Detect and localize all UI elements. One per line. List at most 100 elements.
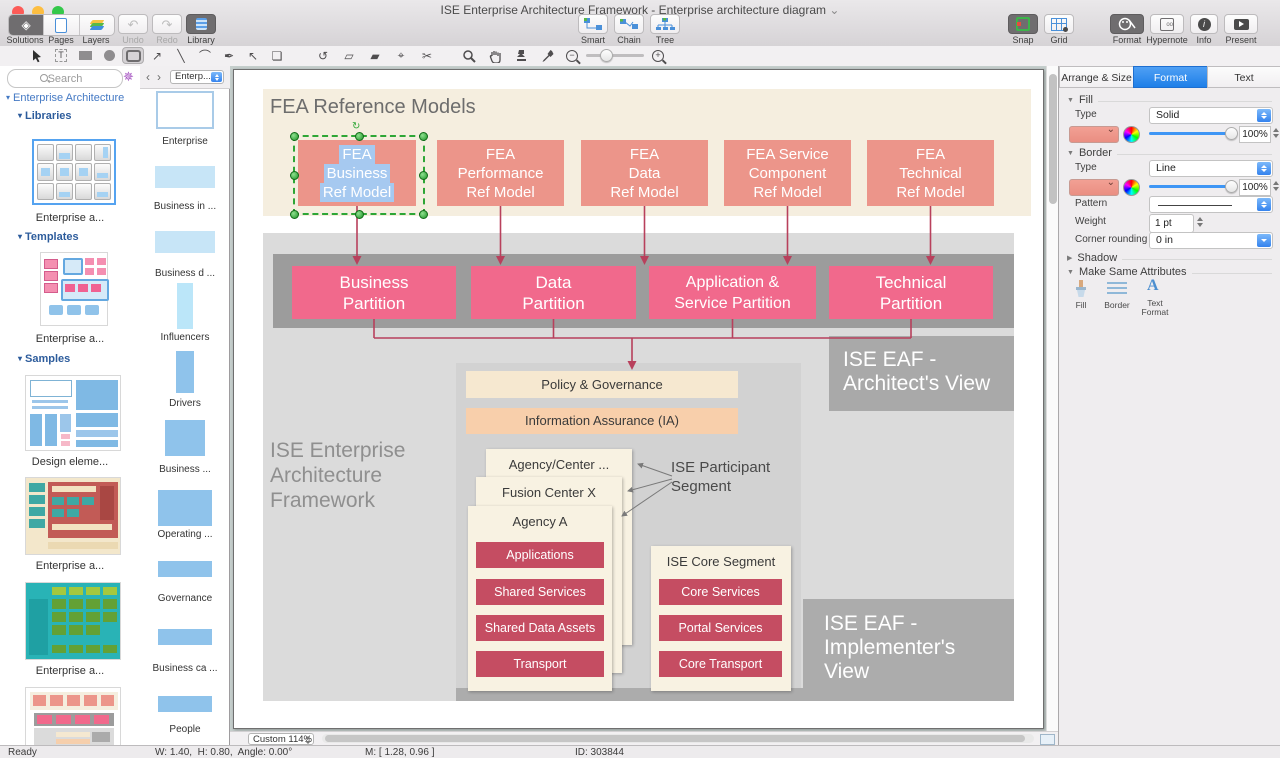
- zoom-slider-thumb[interactable]: [600, 49, 613, 62]
- vertical-scrollbar-thumb[interactable]: [1049, 74, 1057, 204]
- zoom-out-button[interactable]: −: [566, 50, 578, 62]
- make-same-text-format-button[interactable]: A: [1147, 277, 1159, 295]
- shape-operating[interactable]: [158, 490, 212, 526]
- zoom-in-button[interactable]: +: [652, 50, 664, 62]
- fill-opacity-slider-thumb[interactable]: [1225, 127, 1238, 140]
- horizontal-scrollbar[interactable]: [322, 734, 1034, 743]
- implementers-view-block[interactable]: ISE EAF - Implementer's View: [803, 599, 1014, 701]
- drawing-page[interactable]: FEA Reference Models ISE EAF - Architect…: [233, 69, 1044, 729]
- corner-rounding-dropdown[interactable]: 0 in: [1149, 232, 1273, 249]
- architects-view-block[interactable]: ISE EAF - Architect's View: [829, 336, 1014, 411]
- fill-opacity-stepper[interactable]: [1271, 128, 1280, 138]
- selection-handle[interactable]: [290, 210, 299, 219]
- fea-service-component-ref-model-box[interactable]: FEA Service Component Ref Model: [724, 140, 851, 206]
- tree-section-libraries[interactable]: ▾Libraries: [18, 110, 72, 122]
- fill-color-swatch[interactable]: [1069, 124, 1119, 143]
- border-color-swatch[interactable]: [1069, 177, 1119, 196]
- distort-tool[interactable]: ▰: [364, 47, 386, 64]
- sample-thumbnail-enterprise-teal[interactable]: [25, 582, 121, 660]
- layers-button[interactable]: [80, 15, 114, 35]
- library-thumbnail[interactable]: [32, 139, 116, 205]
- weight-stepper[interactable]: [1195, 217, 1205, 227]
- pages-button[interactable]: [44, 15, 80, 35]
- technical-partition-box[interactable]: Technical Partition: [829, 266, 993, 319]
- snap-button[interactable]: [1008, 14, 1038, 34]
- fea-data-ref-model-box[interactable]: FEA Data Ref Model: [581, 140, 708, 206]
- selection-handle[interactable]: [290, 171, 299, 180]
- fea-performance-ref-model-box[interactable]: FEA Performance Ref Model: [437, 140, 564, 206]
- shared-services-box[interactable]: Shared Services: [476, 579, 604, 605]
- tree-root-enterprise-architecture[interactable]: ▾Enterprise Architecture: [6, 92, 125, 104]
- ellipse-tool[interactable]: [98, 47, 120, 64]
- fill-opacity-value[interactable]: 100%: [1239, 126, 1271, 143]
- curve-tool[interactable]: ⌒: [194, 47, 216, 64]
- border-opacity-stepper[interactable]: [1271, 181, 1280, 191]
- business-partition-box[interactable]: Business Partition: [292, 266, 456, 319]
- forward-icon[interactable]: ›: [157, 70, 161, 84]
- grid-button[interactable]: [1044, 14, 1074, 34]
- library-selector-dropdown[interactable]: Enterp...: [170, 70, 224, 84]
- transport-box[interactable]: Transport: [476, 651, 604, 677]
- fill-section-header[interactable]: ▼ Fill: [1067, 94, 1272, 106]
- solutions-filter-icon[interactable]: ✵: [123, 69, 134, 84]
- ise-core-segment-card[interactable]: ISE Core Segment Core Services Portal Se…: [651, 546, 791, 691]
- shape-tool[interactable]: ❏: [266, 47, 288, 64]
- sample-thumbnail-design-elements[interactable]: [25, 375, 121, 451]
- connect-points-tool[interactable]: ⌖: [390, 47, 412, 64]
- border-opacity-value[interactable]: 100%: [1239, 179, 1271, 196]
- search-input[interactable]: [7, 69, 123, 88]
- pattern-dropdown[interactable]: [1149, 196, 1273, 213]
- fill-type-dropdown[interactable]: Solid: [1149, 107, 1273, 124]
- shape-governance[interactable]: [158, 561, 212, 577]
- reshape-tool[interactable]: ↺: [312, 47, 334, 64]
- shape-influencers[interactable]: [177, 283, 193, 329]
- shared-data-assets-box[interactable]: Shared Data Assets: [476, 615, 604, 641]
- eyedropper-tool[interactable]: [536, 47, 558, 64]
- make-same-attributes-header[interactable]: ▼ Make Same Attributes: [1067, 266, 1272, 278]
- template-thumbnail[interactable]: [40, 252, 109, 326]
- border-opacity-slider-thumb[interactable]: [1225, 180, 1238, 193]
- arrow-tool[interactable]: ↗: [146, 47, 168, 64]
- border-opacity-slider[interactable]: [1149, 185, 1233, 188]
- agency-a-card[interactable]: Agency A Applications Shared Services Sh…: [468, 506, 612, 691]
- selection-handle[interactable]: [419, 171, 428, 180]
- core-services-box[interactable]: Core Services: [659, 579, 782, 605]
- tab-format[interactable]: Format: [1133, 66, 1208, 88]
- redo-button[interactable]: ↷: [152, 14, 182, 34]
- transform-tool[interactable]: ▱: [338, 47, 360, 64]
- smart-connector-button[interactable]: [578, 14, 608, 34]
- application-service-partition-box[interactable]: Application & Service Partition: [649, 266, 816, 319]
- split-view-widget[interactable]: [1040, 734, 1055, 745]
- applications-box[interactable]: Applications: [476, 542, 604, 568]
- make-same-border-button[interactable]: [1107, 282, 1127, 294]
- fill-opacity-slider[interactable]: [1149, 132, 1233, 135]
- line-tool[interactable]: ╲: [170, 47, 192, 64]
- weight-value[interactable]: 1 pt: [1149, 214, 1194, 233]
- hypernote-button[interactable]: oo: [1150, 14, 1184, 34]
- selection-handle[interactable]: [355, 132, 364, 141]
- shape-business-capabilities[interactable]: [158, 629, 212, 645]
- pan-tool[interactable]: [484, 47, 506, 64]
- undo-button[interactable]: ↶: [118, 14, 148, 34]
- stamp-tool[interactable]: [510, 47, 532, 64]
- rectangle-tool[interactable]: [74, 47, 96, 64]
- disconnect-tool[interactable]: ✂: [416, 47, 438, 64]
- shadow-section-header[interactable]: ▶ Shadow: [1067, 252, 1272, 264]
- zoom-slider-track[interactable]: [586, 54, 644, 57]
- zoom-tool[interactable]: [458, 47, 480, 64]
- format-button[interactable]: [1110, 14, 1144, 34]
- tree-connector-button[interactable]: [650, 14, 680, 34]
- shape-business-drivers[interactable]: [155, 231, 215, 253]
- policy-governance-box[interactable]: Policy & Governance: [466, 371, 738, 398]
- border-color-wheel-icon[interactable]: [1123, 179, 1140, 196]
- selection-handle[interactable]: [419, 210, 428, 219]
- pen-tool[interactable]: ✒: [218, 47, 240, 64]
- selection-handle[interactable]: [419, 132, 428, 141]
- rounded-rectangle-tool[interactable]: [122, 47, 144, 64]
- core-transport-box[interactable]: Core Transport: [659, 651, 782, 677]
- text-tool[interactable]: T: [50, 47, 72, 64]
- chain-connector-button[interactable]: [614, 14, 644, 34]
- fea-technical-ref-model-box[interactable]: FEA Technical Ref Model: [867, 140, 994, 206]
- selection-handle[interactable]: [290, 132, 299, 141]
- tab-arrange-size[interactable]: Arrange & Size: [1059, 66, 1134, 88]
